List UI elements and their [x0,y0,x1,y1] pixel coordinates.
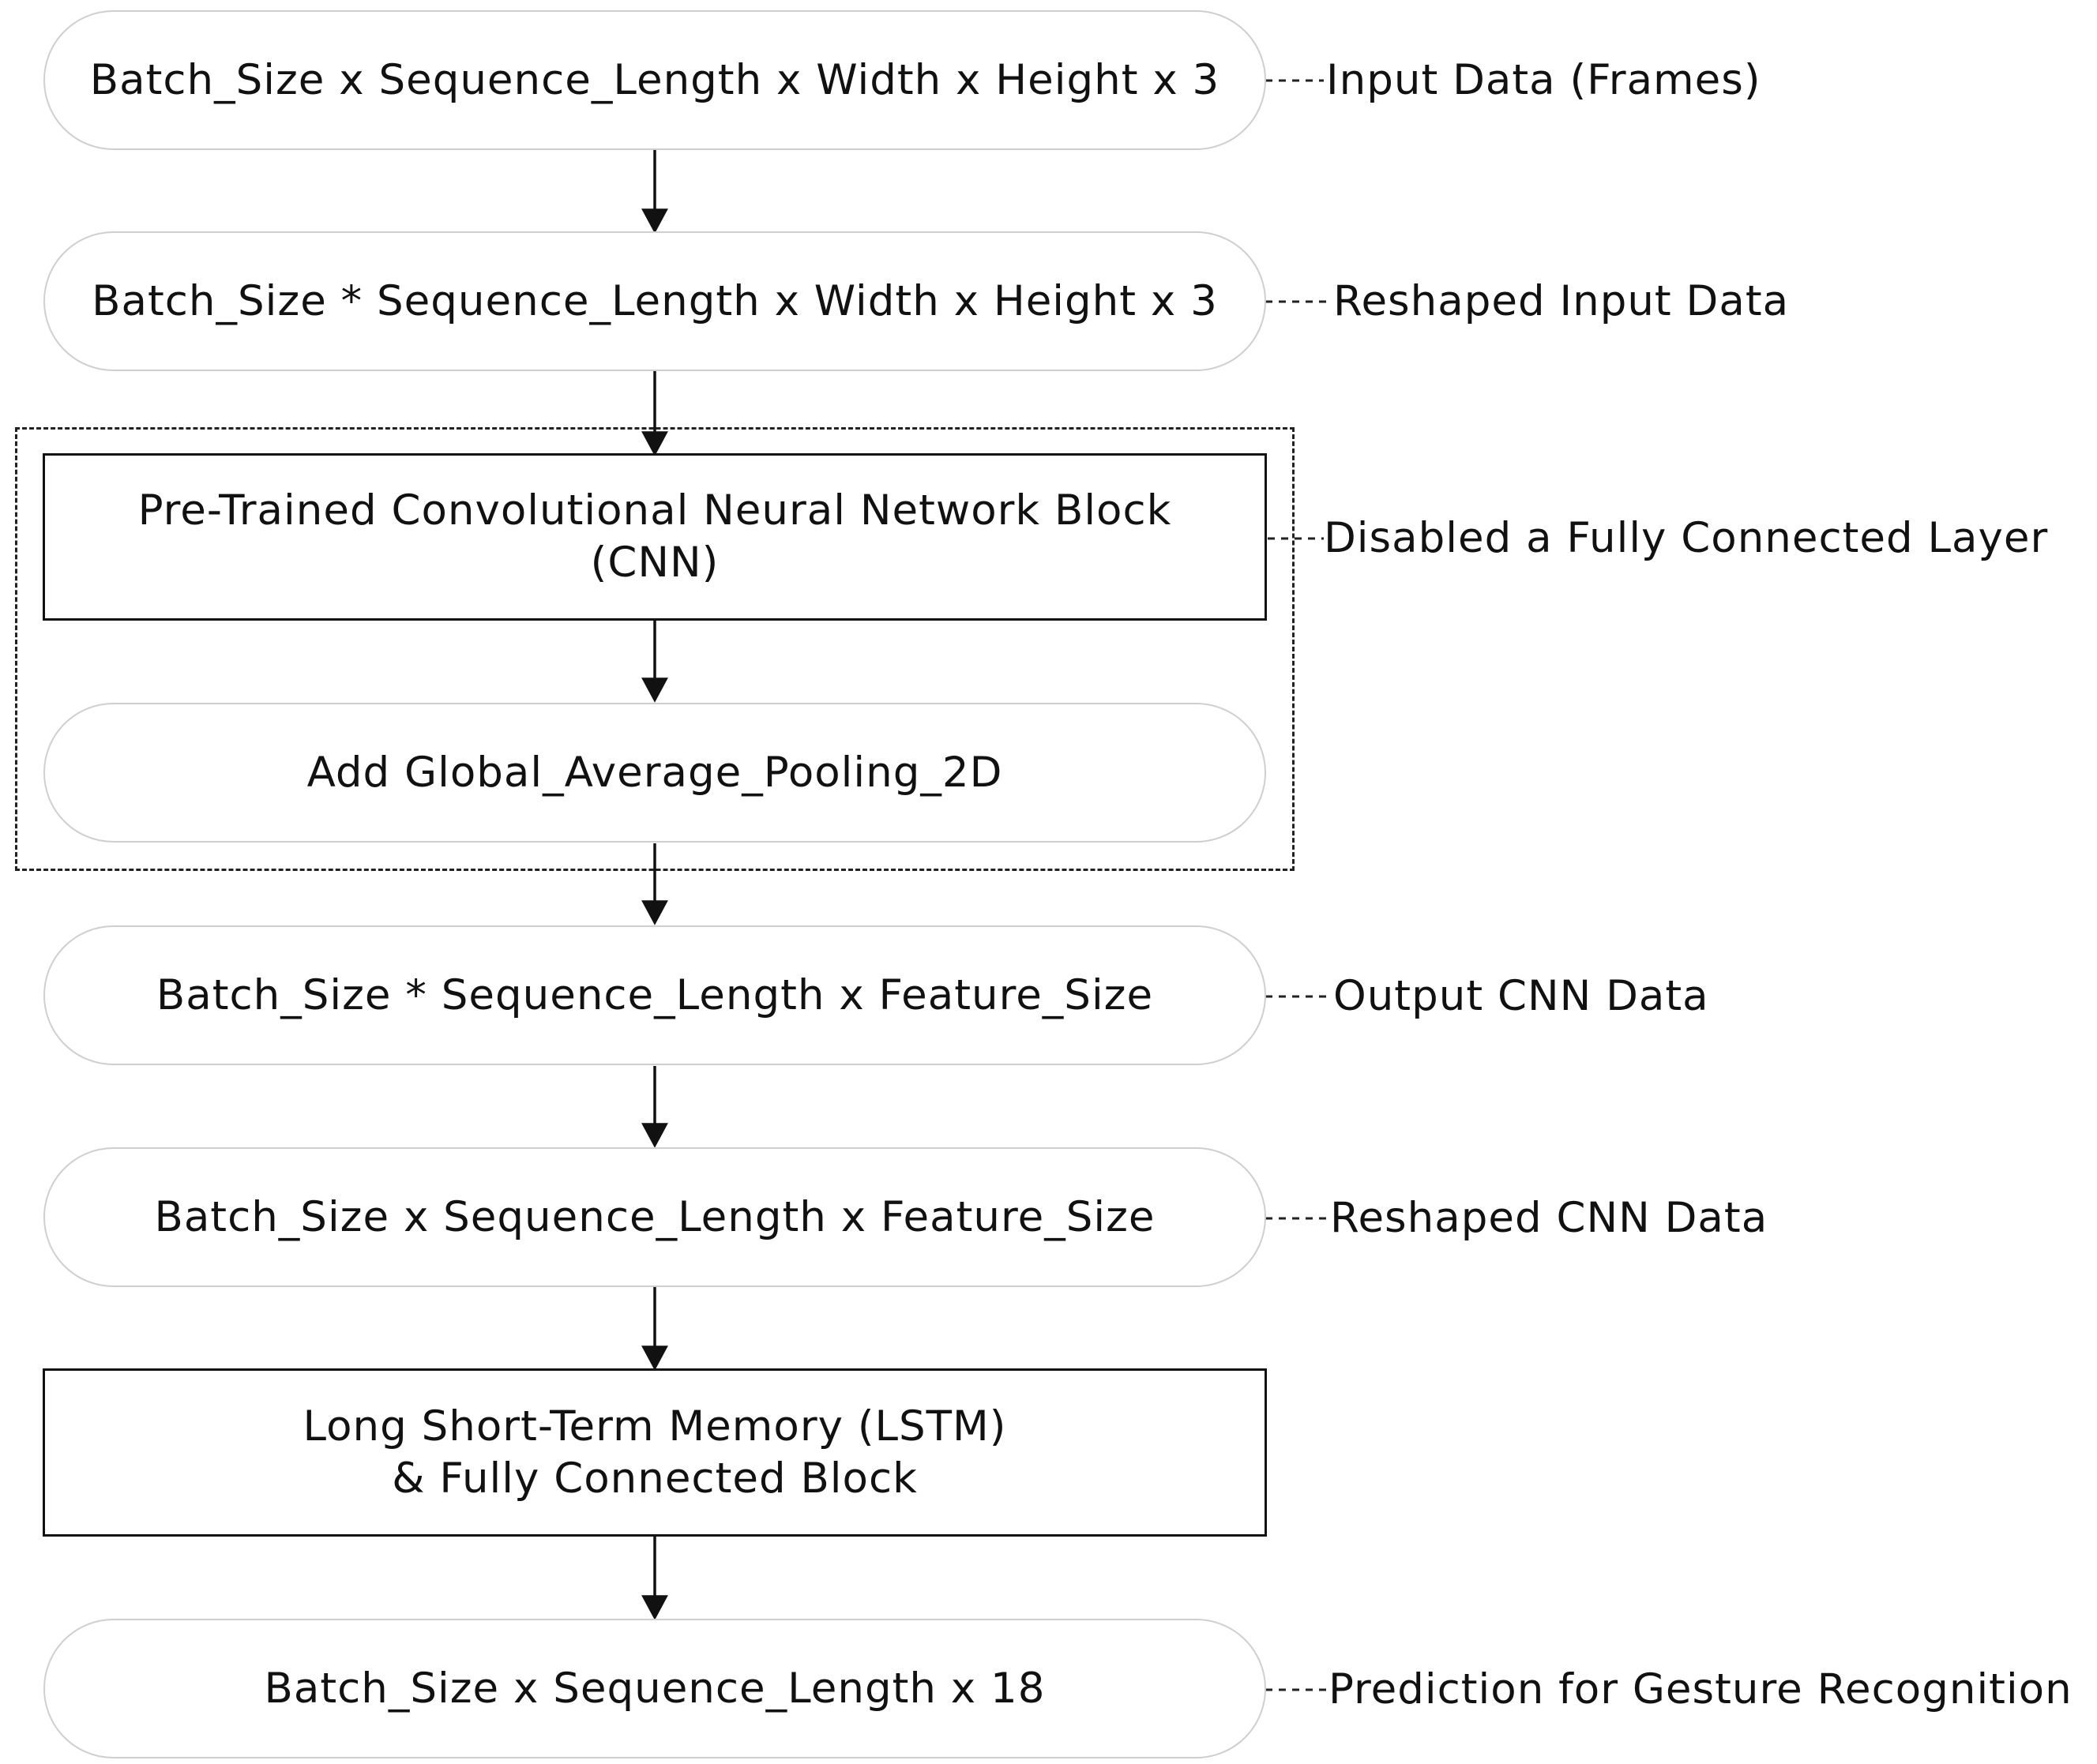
reshaped-input-node: Batch_Size * Sequence_Length x Width x H… [43,231,1266,371]
cnn-block-label-line1: Pre-Trained Convolutional Neural Network… [137,486,1172,535]
input-data-node: Batch_Size x Sequence_Length x Width x H… [43,10,1266,150]
output-cnn-note: Output CNN Data [1333,972,1709,1020]
arrowhead-3 [641,677,668,703]
arrowhead-2 [641,431,668,456]
lstm-block-label-line1: Long Short-Term Memory (LSTM) [303,1402,1007,1451]
reshaped-input-note: Reshaped Input Data [1333,277,1790,325]
output-cnn-label: Batch_Size * Sequence_Length x Feature_S… [156,970,1154,1019]
arrowhead-4 [641,900,668,925]
lstm-block-label-line2: & Fully Connected Block [392,1454,918,1503]
leader-lines [1265,79,1330,1691]
prediction-output-note: Prediction for Gesture Recognition [1328,1665,2073,1713]
input-data-label: Batch_Size x Sequence_Length x Width x H… [89,55,1220,104]
reshaped-input-label: Batch_Size * Sequence_Length x Width x H… [92,276,1218,325]
prediction-output-label: Batch_Size x Sequence_Length x 18 [264,1664,1046,1713]
arrowhead-6 [641,1346,668,1371]
arrowhead-7 [641,1595,668,1620]
lstm-block-node: Long Short-Term Memory (LSTM) & Fully Co… [43,1368,1267,1537]
cnn-group-box [15,427,1295,871]
cnn-block-label-line2: (CNN) [590,539,720,587]
reshaped-cnn-label: Batch_Size x Sequence_Length x Feature_S… [154,1192,1156,1241]
arrowhead-1 [641,208,668,234]
global-average-pooling-node: Add Global_Average_Pooling_2D [43,703,1266,843]
reshaped-cnn-note: Reshaped CNN Data [1330,1194,1768,1242]
cnn-block-node: Pre-Trained Convolutional Neural Network… [43,453,1267,621]
global-average-pooling-label: Add Global_Average_Pooling_2D [306,748,1003,797]
prediction-output-node: Batch_Size x Sequence_Length x 18 [43,1619,1266,1758]
flow-arrows [641,150,668,1620]
reshaped-cnn-node: Batch_Size x Sequence_Length x Feature_S… [43,1147,1266,1287]
arrowhead-5 [641,1123,668,1148]
output-cnn-node: Batch_Size * Sequence_Length x Feature_S… [43,925,1266,1065]
cnn-group-note: Disabled a Fully Connected Layer [1324,514,2049,562]
input-data-note: Input Data (Frames) [1326,56,1761,104]
